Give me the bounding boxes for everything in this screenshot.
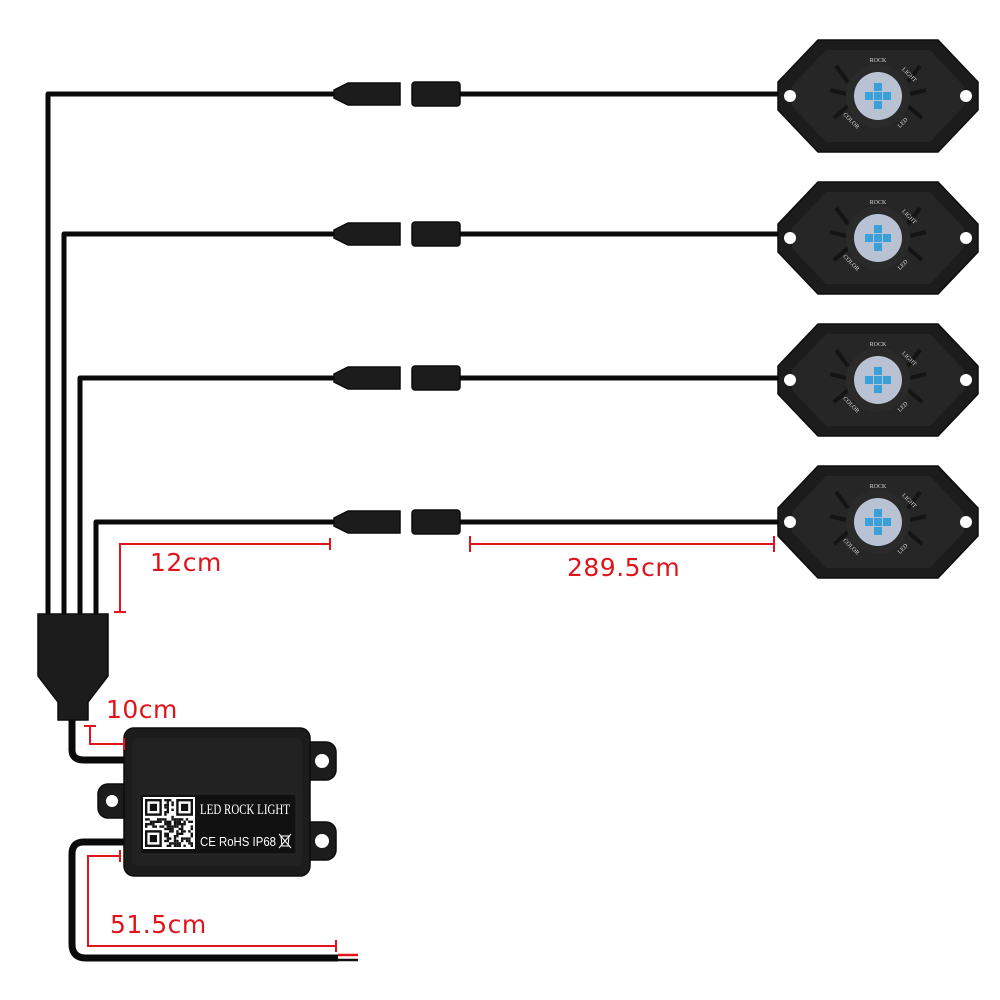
lens-text-top: ROCK xyxy=(870,58,887,64)
housing-ribs xyxy=(829,64,927,120)
lens-text-top: ROCK xyxy=(870,342,887,348)
qr-code-icon xyxy=(143,797,195,849)
connector-1 xyxy=(333,81,461,107)
mount-hole-left xyxy=(784,90,796,102)
controller-certification-marks: CE RoHS IP68 xyxy=(200,834,276,849)
pod-wires xyxy=(45,91,780,620)
lens-text-top: ROCK xyxy=(870,484,887,490)
connector-4 xyxy=(333,509,461,535)
mount-hole-right xyxy=(960,232,972,244)
led-pod-3: ROCK LIGHT LED COLOR xyxy=(777,323,979,437)
mount-hole-right xyxy=(960,516,972,528)
led-chips xyxy=(865,83,891,109)
power-lead xyxy=(68,838,338,962)
mount-hole-right xyxy=(960,90,972,102)
wire-splitter-to-controller xyxy=(68,720,132,764)
power-lead-tips xyxy=(338,953,358,962)
dimension-12cm: 12cm xyxy=(114,538,331,613)
mount-hole-right xyxy=(960,374,972,386)
dimension-label-12cm: 12cm xyxy=(150,548,222,577)
housing-ribs xyxy=(829,348,927,404)
led-pod-4: ROCK LIGHT LED COLOR xyxy=(777,465,979,579)
led-chips xyxy=(865,509,891,535)
connector-2 xyxy=(333,221,461,247)
wire-pod-3 xyxy=(77,375,780,620)
wire-pod-4 xyxy=(93,519,780,620)
dimension-label-289-5cm: 289.5cm xyxy=(567,553,680,582)
mount-hole-left xyxy=(784,516,796,528)
mount-hole-left xyxy=(784,232,796,244)
led-pod-2: ROCK LIGHT LED COLOR xyxy=(777,181,979,295)
led-chips xyxy=(865,225,891,251)
dimension-289-5cm: 289.5cm xyxy=(469,536,775,582)
led-chips xyxy=(865,367,891,393)
housing-ribs xyxy=(829,490,927,546)
inline-connectors xyxy=(333,81,461,535)
controller-title: LED ROCK LIGHT xyxy=(200,802,290,818)
wire-pod-2 xyxy=(61,231,780,620)
dimension-label-10cm: 10cm xyxy=(106,695,178,724)
mount-hole-left xyxy=(784,374,796,386)
led-pod-1: ROCK LIGHT LED COLOR xyxy=(777,39,979,153)
housing-ribs xyxy=(829,206,927,262)
weee-bin-icon xyxy=(278,833,292,849)
wire-splitter xyxy=(37,613,109,721)
dimension-51-5cm: 51.5cm xyxy=(87,850,337,952)
lens-text-top: ROCK xyxy=(870,200,887,206)
wire-pod-1 xyxy=(45,91,780,620)
connector-3 xyxy=(333,365,461,391)
dimension-10cm: 10cm xyxy=(84,695,178,750)
dimension-label-51-5cm: 51.5cm xyxy=(110,910,207,939)
controller-box: LED ROCK LIGHT CE RoHS IP68 xyxy=(97,727,337,877)
